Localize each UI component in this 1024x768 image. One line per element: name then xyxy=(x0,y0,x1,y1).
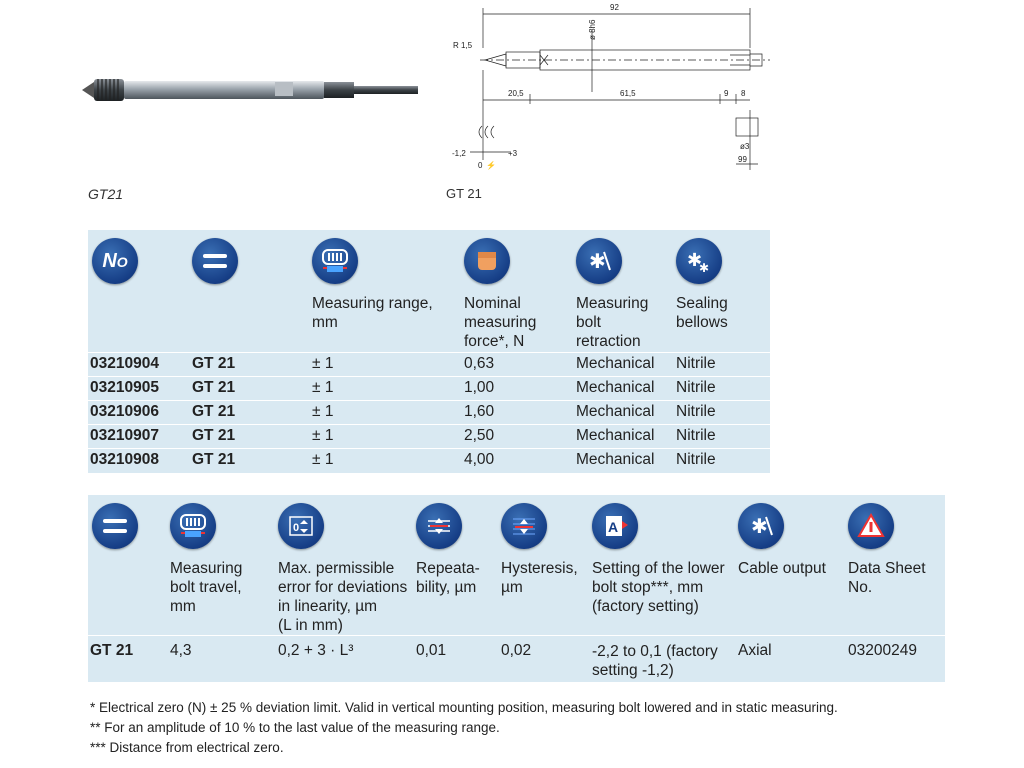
measuring-force-icon xyxy=(464,238,510,284)
dim-zero: 0 xyxy=(478,161,483,170)
linearity-error-icon: 0 xyxy=(278,503,324,549)
cable-output-icon: ✱ xyxy=(738,503,784,549)
lower-bolt-stop-icon: A xyxy=(592,503,638,549)
footnote: ** For an amplitude of 10 % to the last … xyxy=(90,720,500,735)
svg-text:✱: ✱ xyxy=(687,250,702,270)
header-lower-bolt-stop: Setting of the lower bolt stop***, mm (f… xyxy=(592,560,725,615)
header-data-sheet: Data Sheet No. xyxy=(848,560,926,596)
probe-photo xyxy=(82,79,418,101)
drawing-caption: GT 21 xyxy=(446,186,482,201)
bolt-travel-icon xyxy=(170,503,216,549)
table-row: GT 21 4,3 0,2 + 3 · L³ 0,01 0,02 -2,2 to… xyxy=(88,635,945,683)
dim-overall: 92 xyxy=(610,3,619,12)
sealing-bellows-icon: ✱✱ xyxy=(676,238,722,284)
header-hysteresis: Hysteresis, µm xyxy=(501,560,578,596)
dim-neg: -1,2 xyxy=(452,149,466,158)
header-linearity-error: Max. permissible error for deviations in… xyxy=(278,560,408,634)
dim-8: 8 xyxy=(741,89,746,98)
dim-cable-dia: ø3 xyxy=(740,142,750,151)
header-measuring-force: Nominal measuring force*, N xyxy=(464,295,537,350)
dim-radius: R 1,5 xyxy=(453,41,473,50)
svg-text:0: 0 xyxy=(293,522,299,534)
bolt-retraction-icon: ✱ xyxy=(576,238,622,284)
dim-shaft-dia: ø 8h6 xyxy=(588,19,597,40)
technical-drawing: 92 R 1,5 ø 8h6 20,5 61,5 9 8 ø3 99 -1,2 … xyxy=(452,3,770,170)
dim-front: 20,5 xyxy=(508,89,524,98)
svg-text:A: A xyxy=(608,519,618,535)
data-sheet-icon xyxy=(848,503,894,549)
dim-pos: +3 xyxy=(508,149,518,158)
header-cable-output: Cable output xyxy=(738,560,826,577)
order-table: NO ✱ ✱✱ Measuring range, mm Nominal meas… xyxy=(88,230,770,473)
article-number-icon: NO xyxy=(92,238,138,284)
hysteresis-icon xyxy=(501,503,547,549)
svg-text:✱: ✱ xyxy=(589,251,606,273)
dim-99: 99 xyxy=(738,155,747,164)
svg-text:✱: ✱ xyxy=(751,516,768,538)
header-sealing-bellows: Sealing bellows xyxy=(676,295,728,331)
dim-9: 9 xyxy=(724,89,729,98)
header-bolt-retraction: Measuring bolt retraction xyxy=(576,295,649,350)
header-bolt-travel: Measuring bolt travel, mm xyxy=(170,560,243,615)
zero-symbol-icon: ⚡ xyxy=(486,160,496,170)
spec-table: 0 A ✱ Measuring bolt travel, mm Max. per… xyxy=(88,495,945,682)
repeatability-icon xyxy=(416,503,462,549)
header-measuring-range: Measuring range, mm xyxy=(312,295,433,331)
equals-icon xyxy=(192,238,238,284)
measuring-range-icon xyxy=(312,238,358,284)
footnote: * Electrical zero (N) ± 25 % deviation l… xyxy=(90,700,838,715)
photo-caption: GT21 xyxy=(88,186,124,202)
header-repeatability: Repeata- bility, µm xyxy=(416,560,480,596)
svg-text:✱: ✱ xyxy=(699,261,709,275)
footnote: *** Distance from electrical zero. xyxy=(90,740,284,755)
equals-icon xyxy=(92,503,138,549)
dim-body: 61,5 xyxy=(620,89,636,98)
